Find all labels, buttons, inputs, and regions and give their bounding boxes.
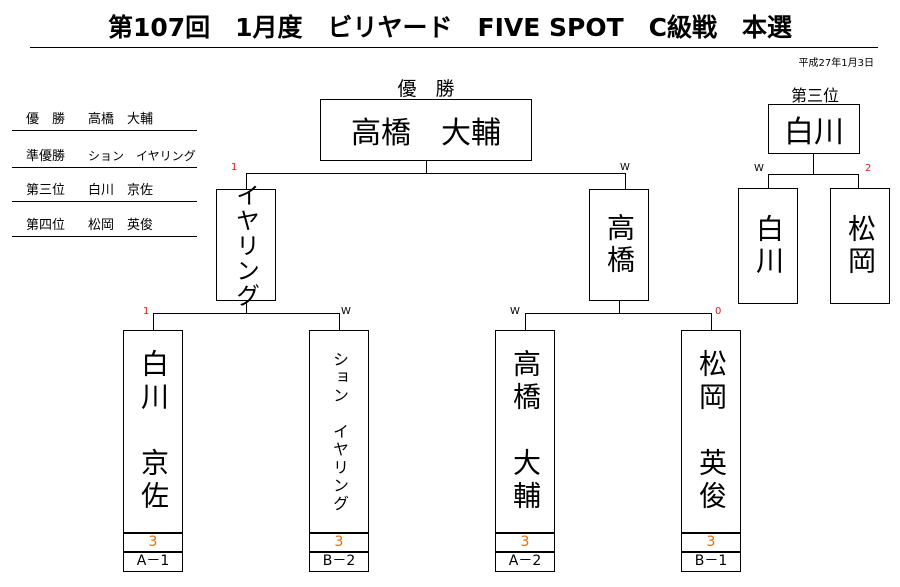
summary-name: ション イヤリング [88,149,196,163]
title-underline [30,47,878,48]
page-title: 第107回 1月度 ビリヤード FIVE SPOT C級戦 本選 [107,13,793,42]
third-place-name: 白川 [784,115,844,150]
third-place-box: 白川 [768,104,860,154]
result-mark: W [754,163,764,174]
result-mark: W [510,306,520,317]
player-score-2: 3 [309,533,369,552]
third-match-name-right: 松岡 [844,214,877,278]
bracket-line [768,174,859,175]
player-box-3: 高橋 大輔 [495,330,555,533]
player-score-1: 3 [123,533,183,552]
summary-rank: 第四位 [26,218,66,233]
bracket-line [711,313,712,330]
bracket-line [813,154,814,175]
summary-name: 白川 京佐 [88,183,154,198]
champion-box: 高橋 大輔 [320,99,532,161]
player-name-3: 高橋 大輔 [509,349,542,514]
summary-rank: 準優勝 [26,149,66,164]
player-block-3: A－2 [495,552,555,572]
summary-row-4: 第四位 松岡 英俊 [12,214,197,237]
bracket-line [246,173,626,174]
third-place-label: 第三位 [790,86,839,105]
player-box-1: 白川 京佐 [123,330,183,533]
result-mark: W [341,306,351,317]
player-block-2: B－2 [309,552,369,572]
summary-name: 高橋 大輔 [88,112,154,127]
third-match-box-left: 白川 [738,188,798,304]
bracket-line [339,313,340,330]
event-date: 平成27年1月3日 [798,58,874,69]
third-match-box-right: 松岡 [830,188,890,304]
result-mark: 0 [715,306,722,317]
champion-label: 優 勝 [397,78,455,100]
champion-name: 高橋 大輔 [351,116,501,151]
bracket-line [525,313,526,330]
bracket-line [153,313,154,330]
result-mark: W [620,162,630,173]
player-score-4: 3 [681,533,741,552]
bracket-line [246,301,247,314]
summary-row-2: 準優勝 ション イヤリング [12,145,197,168]
semifinal-box-left: イヤリング [216,183,276,308]
summary-row-3: 第三位 白川 京佐 [12,179,197,202]
bracket-line [426,161,427,174]
summary-rank: 第三位 [26,183,66,198]
player-name-2: ション イヤリング [330,350,349,513]
result-mark: 2 [865,163,872,174]
result-mark: 1 [143,306,150,317]
third-match-name-left: 白川 [752,214,785,278]
bracket-line [525,313,712,314]
bracket-line [625,173,626,189]
bracket-line [858,174,859,188]
semifinal-box-right: 高橋 [589,189,649,301]
player-score-3: 3 [495,533,555,552]
bracket-line [153,313,340,314]
player-box-2: ション イヤリング [309,330,369,533]
bracket-line [768,174,769,188]
semifinal-name-right: 高橋 [603,213,636,277]
summary-row-1: 優 勝 高橋 大輔 [12,108,197,131]
semifinal-name-left: イヤリング [231,182,260,308]
player-block-4: B－1 [681,552,741,572]
bracket-line [246,173,247,189]
summary-name: 松岡 英俊 [88,218,154,233]
player-box-4: 松岡 英俊 [681,330,741,533]
player-name-1: 白川 京佐 [137,349,170,514]
bracket-line [619,301,620,314]
summary-rank: 優 勝 [26,112,66,127]
result-mark: 1 [231,162,238,173]
player-name-4: 松岡 英俊 [695,349,728,514]
player-block-1: A－1 [123,552,183,572]
